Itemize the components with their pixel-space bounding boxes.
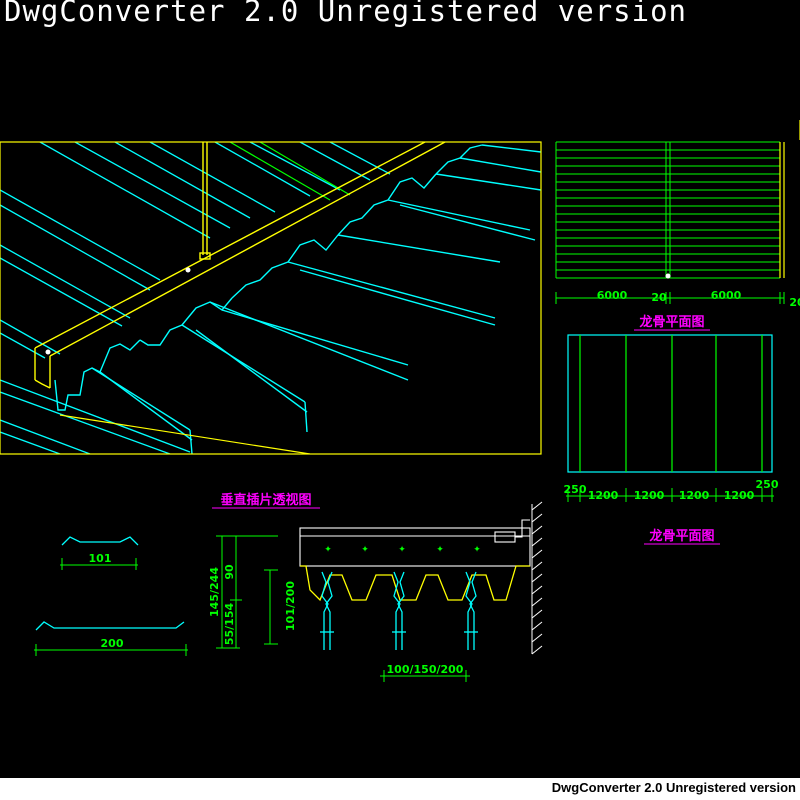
- svg-text:✦: ✦: [436, 545, 444, 555]
- watermark-footer-bar: DwgConverter 2.0 Unregistered version: [0, 778, 800, 800]
- svg-text:✦: ✦: [361, 545, 369, 555]
- anchor-point: [665, 273, 671, 279]
- dim-lower-plan-seg-4: 1200: [724, 489, 755, 502]
- dim-top-plan-right: 6000: [711, 289, 742, 302]
- dim-profile-large: 200: [101, 637, 124, 650]
- profile-large: 200: [34, 621, 188, 656]
- dim-section-h-total: 145/244: [208, 567, 221, 617]
- profile-small: 101: [60, 536, 139, 570]
- section-detail: 145/244 90 55/154 101/200 ✦ ✦ ✦ ✦ ✦: [208, 501, 543, 682]
- dim-top-plan-mid: 20: [651, 291, 667, 304]
- keel-plan-top: 6000 20 6000 20 龙骨平面图: [555, 120, 800, 331]
- watermark-bottom: DwgConverter 2.0 Unregistered version: [551, 780, 796, 795]
- dim-top-plan-left: 6000: [597, 289, 628, 302]
- dim-lower-plan-seg-3: 1200: [679, 489, 710, 502]
- watermark-top: DwgConverter 2.0 Unregistered version: [4, 0, 688, 28]
- dim-top-plan-edge: 20: [789, 296, 800, 309]
- dim-section-h-top: 90: [223, 564, 236, 580]
- anchor-point: [45, 349, 51, 355]
- dim-lower-plan-seg-2: 1200: [634, 489, 665, 502]
- dim-lower-plan-edge-right: 250: [756, 478, 779, 491]
- title-keel-plan-2: 龙骨平面图: [649, 528, 714, 544]
- keel-plan-lower: 250 1200 1200 1200 1200 250 龙骨平面图: [564, 334, 779, 545]
- dim-section-h-right: 101/200: [284, 581, 297, 631]
- dim-section-h-bottom: 55/154: [223, 603, 236, 646]
- svg-text:✦: ✦: [398, 545, 406, 555]
- title-keel-plan-1: 龙骨平面图: [639, 314, 704, 330]
- perspective-frame: [0, 141, 542, 455]
- dim-profile-small: 101: [89, 552, 112, 565]
- title-vertical-insert-perspective: 垂直插片透视图: [220, 492, 311, 508]
- anchor-point: [185, 267, 191, 273]
- svg-text:✦: ✦: [324, 545, 332, 555]
- dim-lower-plan-edge-left: 250: [564, 483, 587, 496]
- dim-lower-plan-seg-1: 1200: [588, 489, 619, 502]
- svg-text:✦: ✦: [473, 545, 481, 555]
- perspective-view: [0, 141, 542, 455]
- perspective-title: 垂直插片透视图: [212, 492, 320, 509]
- dim-section-spacing: 100/150/200: [387, 663, 464, 676]
